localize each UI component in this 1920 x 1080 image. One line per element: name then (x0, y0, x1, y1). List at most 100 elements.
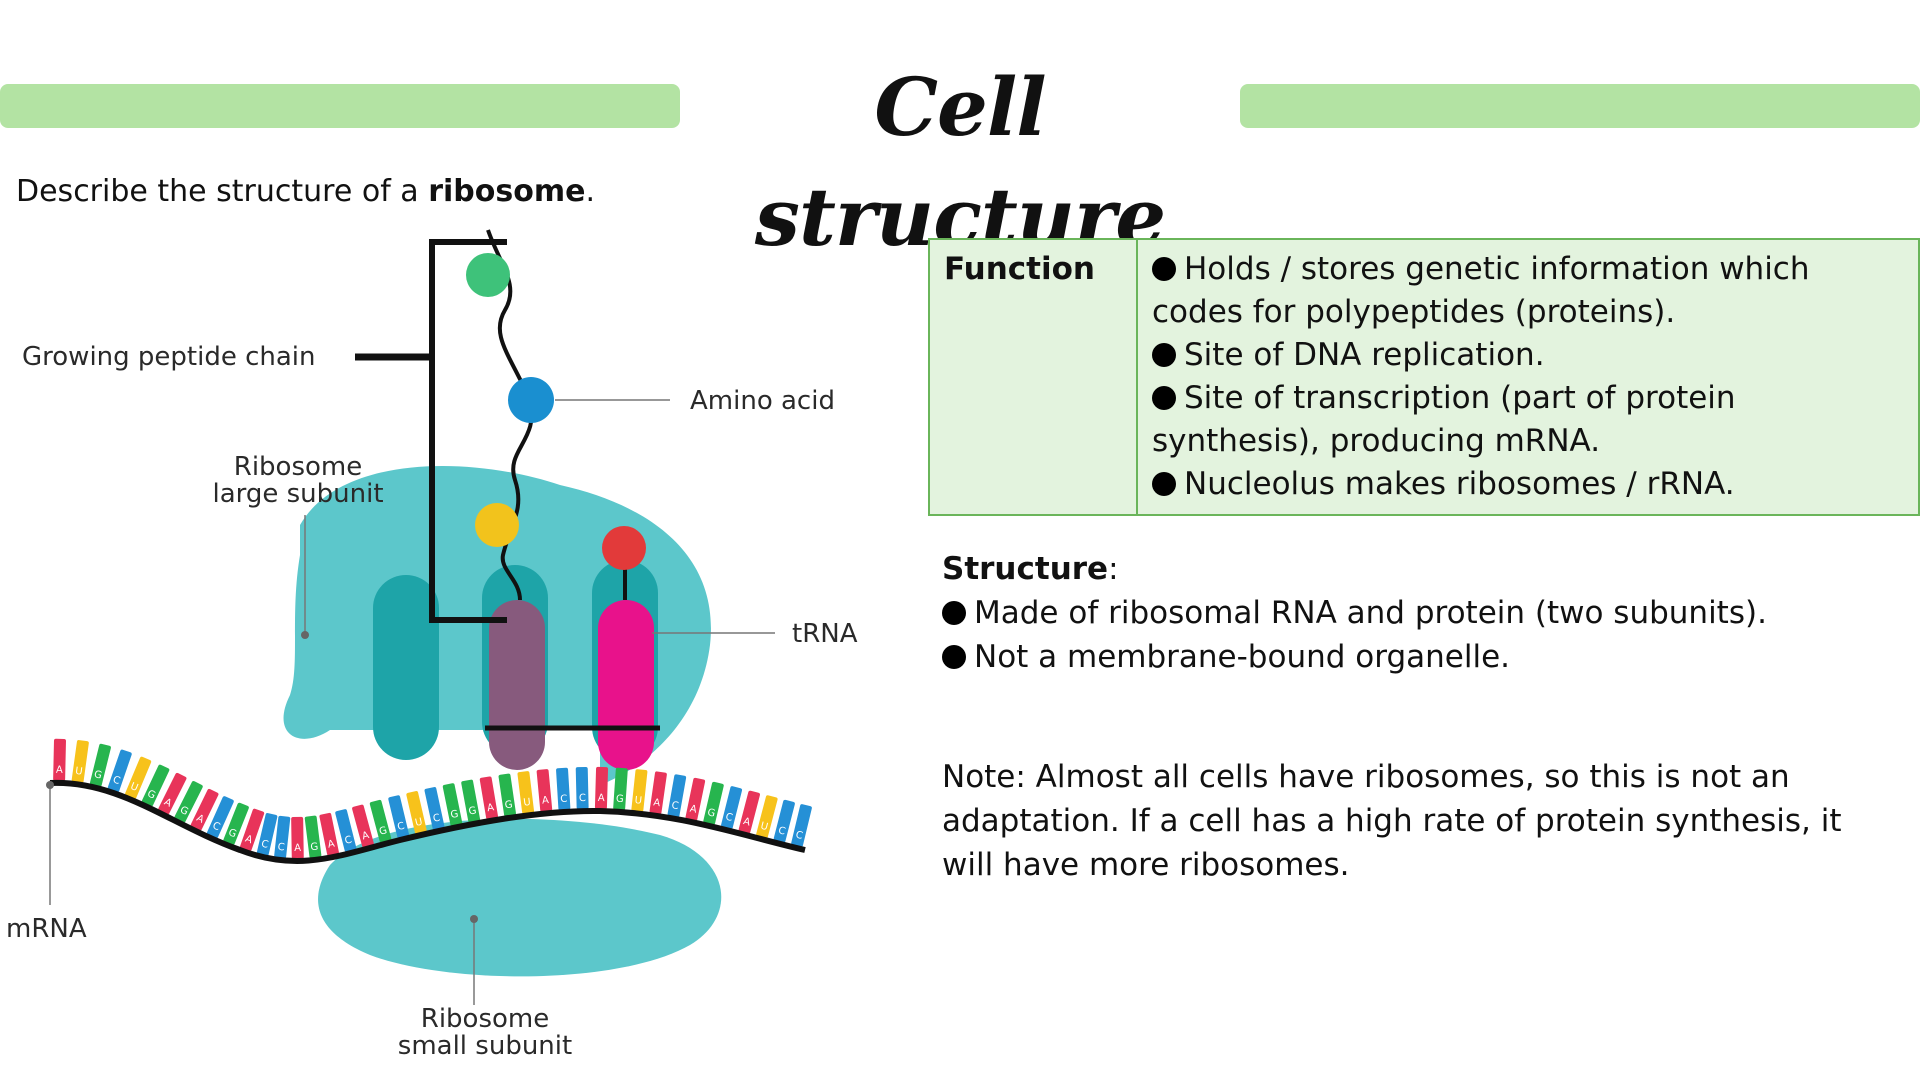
label-large-subunit-1: Ribosome (234, 452, 362, 482)
mrna-base (406, 791, 427, 834)
mrna-base-letter: G (616, 794, 624, 805)
mrna-base (174, 781, 203, 823)
mrna-base (631, 769, 648, 812)
mrna-base-letter: C (396, 821, 405, 833)
mrna-base-letter: C (432, 813, 441, 825)
mrna-base-letter: A (486, 802, 495, 814)
mrna-base-letter: G (706, 807, 716, 819)
ribosome-small-subunit (318, 818, 722, 977)
mrna-base-letter: U (634, 795, 642, 807)
structure-heading-line: Structure: (942, 547, 1912, 591)
mrna-base (158, 772, 187, 815)
structure-item: Not a membrane-bound organelle. (942, 635, 1912, 679)
note-text: Note: Almost all cells have ribosomes, s… (942, 759, 1842, 883)
mrna-point (46, 781, 54, 789)
mrna-base-letter: G (93, 769, 103, 782)
mrna-base (71, 740, 89, 783)
mrna-base-letter: A (541, 795, 549, 807)
mrna-base-letter: U (129, 781, 140, 794)
mrna-base-letter: C (560, 794, 568, 805)
mrna-base-letter: U (74, 766, 83, 778)
mrna-base-letter: C (794, 830, 803, 842)
mrna-base-letter: U (759, 821, 769, 833)
title-bar-left (0, 84, 680, 128)
large-subunit-point (301, 631, 309, 639)
mrna-base (369, 799, 392, 843)
mrna-base (206, 796, 234, 839)
mrna-base (556, 767, 571, 811)
mrna-base-letter: A (162, 797, 173, 810)
function-item: Site of DNA replication. (1152, 334, 1910, 377)
function-heading: Function (928, 238, 1138, 516)
mrna-base-letter: C (777, 825, 787, 837)
mrna-base (107, 749, 132, 793)
function-item: Nucleolus makes ribosomes / rRNA. (1152, 463, 1910, 506)
mrna-base-letter: A (361, 830, 371, 842)
mrna-base-letter: U (414, 817, 424, 829)
label-small-subunit-1: Ribosome (421, 1004, 549, 1034)
function-item: Site of transcription (part of protein s… (1152, 380, 1736, 459)
structure-colon: : (1108, 551, 1119, 587)
trna-right (598, 600, 654, 770)
bullet-icon (1152, 343, 1176, 367)
mrna-base-letter: C (724, 812, 733, 824)
bullet-icon (942, 601, 966, 625)
mrna-base (335, 809, 357, 852)
mrna-base-letter: U (523, 797, 532, 809)
mrna-base-letter: A (294, 843, 301, 854)
mrna-base-letter: A (56, 765, 63, 776)
function-table: Function Holds / stores genetic informat… (928, 238, 1920, 516)
mrna-base (685, 777, 706, 821)
mrna-base (291, 816, 304, 860)
peptide-bracket (429, 239, 507, 623)
mrna-base-letter: A (653, 797, 661, 809)
mrna-base (388, 795, 409, 839)
mrna-base-letter: A (244, 834, 254, 847)
bullet-icon (1152, 472, 1176, 496)
bullet-icon (942, 645, 966, 669)
mrna-base (721, 786, 743, 830)
ribosome-channel-left (373, 575, 439, 760)
mrna-base-letter: A (598, 793, 605, 804)
mrna-base (613, 767, 628, 811)
mrna-base (319, 812, 339, 856)
mrna-base (125, 756, 152, 799)
mrna-base (461, 779, 481, 823)
mrna-base-letter: G (178, 805, 190, 818)
mrna-base-letter: G (378, 825, 388, 838)
amino-acid-yellow (475, 503, 519, 547)
amino-acid-blue (508, 377, 554, 423)
label-large-subunit-2: large subunit (212, 479, 383, 509)
mrna-base-letter: A (742, 816, 752, 828)
label-peptide-chain: Growing peptide chain (22, 342, 316, 372)
mrna-base (89, 743, 111, 787)
mrna-base (479, 776, 498, 820)
mrna-base (498, 773, 516, 817)
trna-left (489, 600, 545, 770)
question-text: Describe the structure of a ribosome. (16, 172, 595, 212)
structure-item: Made of ribosomal RNA and protein (two s… (942, 591, 1912, 635)
mrna-base-letter: A (195, 813, 206, 826)
function-item: Holds / stores genetic information which… (1152, 251, 1810, 330)
title-bar-right (1240, 84, 1920, 128)
mrna-base (442, 783, 463, 827)
mrna-base (223, 802, 249, 846)
mrna-base (141, 764, 170, 807)
question-prefix: Describe the structure of a (16, 174, 429, 209)
question-suffix: . (585, 174, 596, 209)
mrna-base (240, 808, 265, 852)
mrna-base (256, 813, 278, 856)
mrna-base (649, 771, 667, 815)
mrna-base-letter: C (671, 800, 680, 812)
bullet-icon (1152, 257, 1176, 281)
mrna-base (773, 799, 795, 843)
mrna-base (274, 815, 291, 859)
label-small-subunit-2: small subunit (398, 1031, 572, 1061)
mrna-base (304, 815, 322, 859)
mrna-base-letter: C (344, 835, 353, 847)
mrna-base (594, 766, 609, 810)
mrna-base (575, 767, 589, 810)
label-trna: tRNA (792, 619, 858, 649)
